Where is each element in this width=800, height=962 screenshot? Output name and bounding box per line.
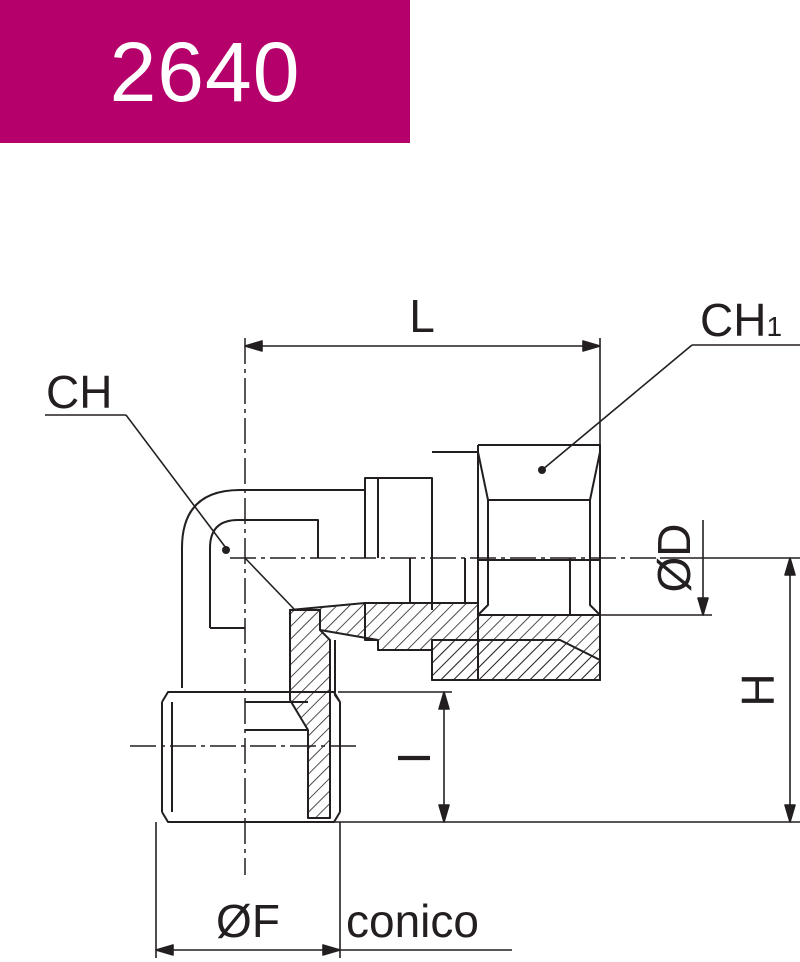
part-code: 2640 xyxy=(109,24,301,119)
label-conico: conico xyxy=(346,895,479,947)
dimension-F xyxy=(155,822,512,958)
label-H: H xyxy=(732,673,784,706)
leader-CH1-dot xyxy=(538,466,546,474)
label-CH1: CH1 xyxy=(700,294,782,346)
part-code-badge: 2640 xyxy=(0,0,410,143)
label-CH: CH xyxy=(46,366,112,418)
leader-CH-dot xyxy=(222,546,230,554)
label-F: ØF xyxy=(216,895,280,947)
centre-lines xyxy=(130,338,660,875)
elbow-inner-bore xyxy=(209,519,319,628)
tube-branch xyxy=(364,451,479,610)
leader-CH xyxy=(45,414,227,549)
dimension-L xyxy=(244,338,601,445)
dimension-I xyxy=(338,691,452,823)
leader-CH1 xyxy=(541,344,800,471)
dimension-H xyxy=(330,557,800,823)
label-I: I xyxy=(388,752,440,765)
section-vertical xyxy=(289,609,331,819)
dimension-D xyxy=(600,520,712,616)
section-nut-lower xyxy=(431,639,601,681)
label-L: L xyxy=(409,290,435,342)
label-D: ØD xyxy=(648,524,700,593)
elbow-body-outline xyxy=(181,489,366,688)
